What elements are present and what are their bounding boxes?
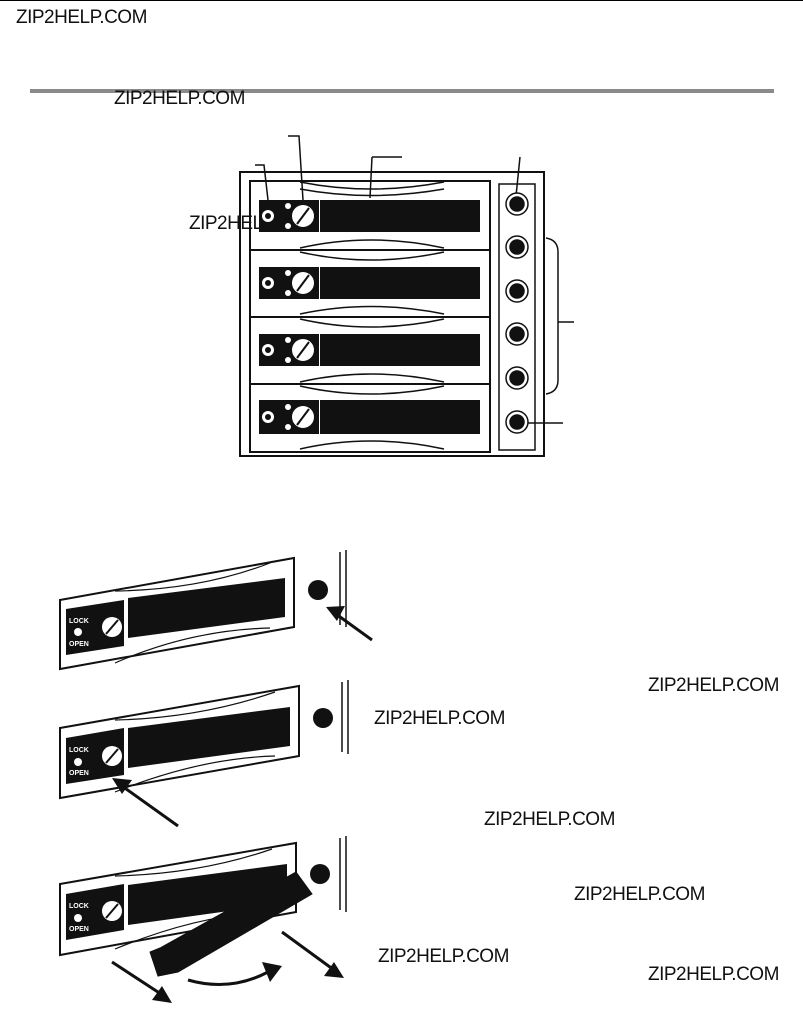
bay-4-front — [259, 400, 480, 434]
watermark: ZIP2HELP.COM — [648, 675, 779, 696]
open-label: OPEN — [69, 926, 89, 933]
watermark: ZIP2HELP.COM — [16, 7, 147, 28]
bay-1-front — [259, 200, 480, 232]
watermark: ZIP2HELP.COM — [374, 708, 505, 729]
watermark: ZIP2HELP.COM — [114, 88, 245, 109]
lock-label: LOCK — [69, 747, 89, 754]
step-3-tray: LOCK OPEN — [59, 836, 347, 1003]
watermark: ZIP2HELP.COM — [378, 946, 509, 967]
top-border — [0, 0, 803, 1]
lock-label: LOCK — [69, 903, 89, 910]
open-label: OPEN — [69, 770, 89, 777]
open-label: OPEN — [69, 641, 89, 648]
led-indicators — [505, 192, 529, 434]
watermark: ZIP2HELP.COM — [484, 809, 615, 830]
drive-bays — [249, 180, 491, 453]
step-2-tray: LOCK OPEN — [59, 680, 349, 828]
bay-2-front — [259, 267, 480, 299]
watermark: ZIP2HELP.COM — [648, 964, 779, 985]
watermark: ZIP2HEL — [189, 213, 263, 234]
lock-label: LOCK — [69, 618, 89, 625]
watermark: ZIP2HELP.COM — [574, 884, 705, 905]
section-divider — [30, 89, 774, 93]
step-1-tray: LOCK OPEN — [59, 550, 373, 671]
bay-3-front — [259, 334, 480, 366]
